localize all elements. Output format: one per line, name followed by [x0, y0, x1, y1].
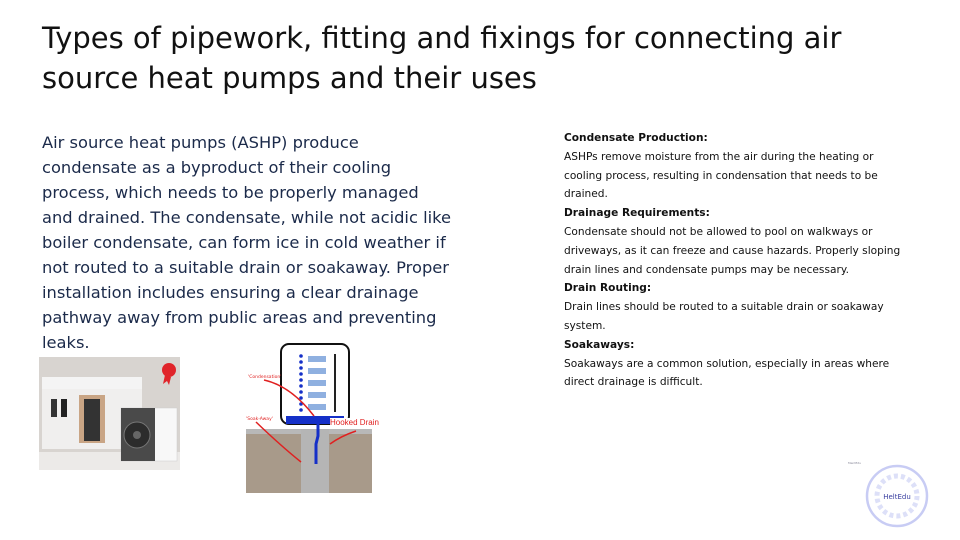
section-text: Drain lines should be routed to a suitab…	[564, 301, 884, 332]
intro-paragraph: Air source heat pumps (ASHP) produce con…	[42, 133, 451, 352]
section-heading: Drainage Requirements:	[564, 207, 710, 220]
section-text: Condensate should not be allowed to pool…	[564, 225, 901, 276]
section-heading: Condensate Production:	[564, 132, 708, 144]
section-heading: Soakaways:	[564, 338, 635, 351]
condensate-soakaway-diagram: 'Condensation' 'Soak-Away'	[246, 343, 372, 493]
logo-caption: MentEdu	[848, 461, 862, 465]
hooked-drain-label: Hooked Drain	[330, 418, 379, 427]
helt-edu-logo: HeltEdu	[865, 464, 929, 528]
page-title: Types of pipework, fitting and fixings f…	[42, 21, 842, 95]
section-heading: Drain Routing:	[564, 282, 652, 295]
section-text: ASHPs remove moisture from the air durin…	[564, 150, 878, 201]
award-badge-icon	[162, 363, 176, 377]
condensation-label: 'Condensation'	[248, 374, 281, 380]
section-text: Soakaways are a common solution, especia…	[564, 357, 890, 389]
heat-pump-house-image	[39, 357, 180, 470]
details-list: Condensate Production: ASHPs remove mois…	[564, 129, 914, 392]
soakaway-label: 'Soak-Away'	[246, 416, 273, 422]
logo-text: HeltEdu	[883, 493, 911, 501]
